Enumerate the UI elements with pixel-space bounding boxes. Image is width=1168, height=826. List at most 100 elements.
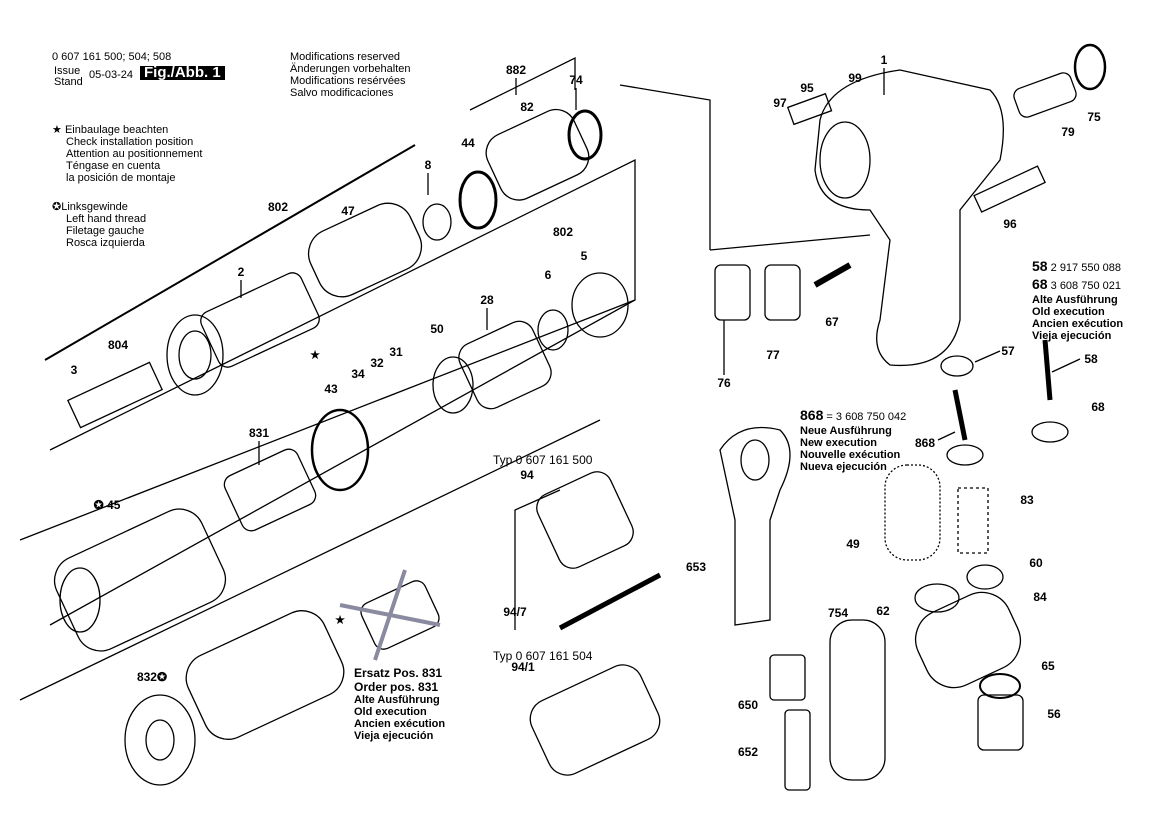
callout: 34 — [351, 367, 365, 381]
left-thread-icon: ✪ — [52, 201, 62, 213]
callout: 44 — [461, 136, 475, 150]
callout: 754 — [827, 606, 849, 620]
mod-line: Änderungen vorbehalten — [290, 63, 411, 75]
callout: 84 — [1033, 590, 1047, 604]
callout-left-thread: ✪ 45 — [94, 498, 121, 512]
callout: 65 — [1041, 659, 1055, 673]
callout: 58 — [1084, 352, 1098, 366]
note-line: Neue Ausführung — [800, 425, 892, 437]
note-line: Ancien exécution — [354, 718, 446, 730]
note-line: Vieja ejecución — [1032, 330, 1112, 342]
note-line: Order pos. 831 — [354, 680, 439, 694]
part-num: 868 — [800, 407, 824, 423]
note-line: Alte Ausführung — [1032, 294, 1118, 306]
callout: 75 — [1087, 110, 1101, 124]
callout: 79 — [1061, 125, 1075, 139]
note-line: New execution — [800, 437, 878, 449]
callout: 67 — [825, 315, 839, 329]
part-num: 68 — [1032, 276, 1048, 292]
note-line: Ancien exécution — [1032, 318, 1124, 330]
legend-line: Attention au positionnement — [66, 148, 203, 160]
callout: 2 — [237, 265, 245, 279]
legend-line: Einbaulage beachten — [64, 124, 169, 136]
callout: 804 — [107, 338, 129, 352]
callout: 5 — [580, 249, 588, 263]
callout: 94/1 — [511, 660, 535, 674]
issue-date: 05-03-24 — [89, 69, 134, 81]
mod-line: Modifications resérvées — [290, 75, 406, 87]
note-line: Nueva ejecución — [800, 461, 887, 473]
part-code: 3 608 750 021 — [1050, 280, 1121, 292]
type-504-label: Typ 0 607 161 504 — [493, 649, 593, 663]
note-line: Old execution — [1032, 306, 1105, 318]
figure-label: Fig./Abb. 1 — [140, 65, 225, 80]
callout: 45 — [107, 498, 121, 512]
callout: 653 — [685, 560, 707, 574]
callout: 47 — [341, 204, 355, 218]
callout: 96 — [1003, 217, 1017, 231]
star-icon: ★ — [52, 124, 62, 136]
issue-text: Issue — [54, 65, 81, 77]
type-500-label: Typ 0 607 161 500 — [493, 453, 593, 467]
callout: 99 — [848, 71, 862, 85]
callout: 6 — [544, 268, 552, 282]
legend-line: Linksgewinde — [61, 201, 128, 213]
callout: 94 — [520, 468, 534, 482]
modifications-notice: Modifications reserved Änderungen vorbeh… — [290, 51, 410, 99]
callout: 57 — [1001, 344, 1015, 358]
old-execution-note: 58 2 917 550 088 68 3 608 750 021 Alte A… — [1032, 258, 1123, 342]
callout: 32 — [370, 356, 384, 370]
callout: 43 — [324, 382, 338, 396]
legend-line: la posición de montaje — [66, 172, 176, 184]
mod-line: Salvo modificaciones — [290, 87, 394, 99]
callout: 3 — [70, 363, 78, 377]
callout: 74 — [569, 73, 583, 87]
note-line: Alte Ausführung — [354, 694, 440, 706]
legend-left-thread: ✪Linksgewinde Left hand thread Filetage … — [52, 201, 146, 249]
replacement-note: Ersatz Pos. 831 Order pos. 831 Alte Ausf… — [354, 666, 445, 742]
callout: 832 — [136, 670, 157, 684]
callout: 77 — [766, 348, 780, 362]
left-thread-icon: ✪ — [93, 498, 104, 512]
note-line: Ersatz Pos. 831 — [354, 666, 443, 680]
legend-installation: ★ Einbaulage beachten Check installation… — [52, 124, 202, 184]
callout: 97 — [773, 96, 787, 110]
callout: 49 — [846, 537, 860, 551]
callout: 62 — [876, 604, 890, 618]
part-code: = 3 608 750 042 — [826, 411, 907, 423]
callout: 56 — [1047, 707, 1061, 721]
stand-text: Stand — [54, 76, 83, 88]
callout: 28 — [480, 293, 494, 307]
callout: 650 — [737, 698, 759, 712]
callout: 8 — [424, 158, 432, 172]
legend-line: Téngase en cuenta — [66, 160, 161, 172]
part-code: 2 917 550 088 — [1050, 262, 1121, 274]
star-icon: ★ — [335, 614, 345, 627]
note-line: Vieja ejecución — [354, 730, 434, 742]
callout: 802 — [267, 200, 289, 214]
callout: 868 — [914, 436, 936, 450]
callout: 83 — [1020, 493, 1034, 507]
left-thread-icon: ✪ — [156, 670, 168, 684]
callout: 31 — [389, 345, 403, 359]
legend-line: Check installation position — [66, 136, 194, 148]
callout: 76 — [717, 376, 731, 390]
note-line: Old execution — [354, 706, 427, 718]
mod-line: Modifications reserved — [290, 51, 401, 63]
callout: 60 — [1029, 556, 1043, 570]
callout: 50 — [430, 322, 444, 336]
callout: 68 — [1091, 400, 1105, 414]
new-execution-note: 868 = 3 608 750 042 Neue Ausführung New … — [800, 407, 906, 473]
callout: 882 — [505, 63, 527, 77]
callout-left-thread: 832✪ — [137, 670, 167, 684]
callout: 95 — [800, 81, 814, 95]
star-icon: ★ — [310, 349, 320, 362]
legend-line: Rosca izquierda — [66, 237, 145, 249]
callout: 802 — [552, 225, 574, 239]
note-line: Nouvelle exécution — [800, 449, 901, 461]
legend-line: Filetage gauche — [66, 225, 145, 237]
callout: 82 — [520, 100, 534, 114]
